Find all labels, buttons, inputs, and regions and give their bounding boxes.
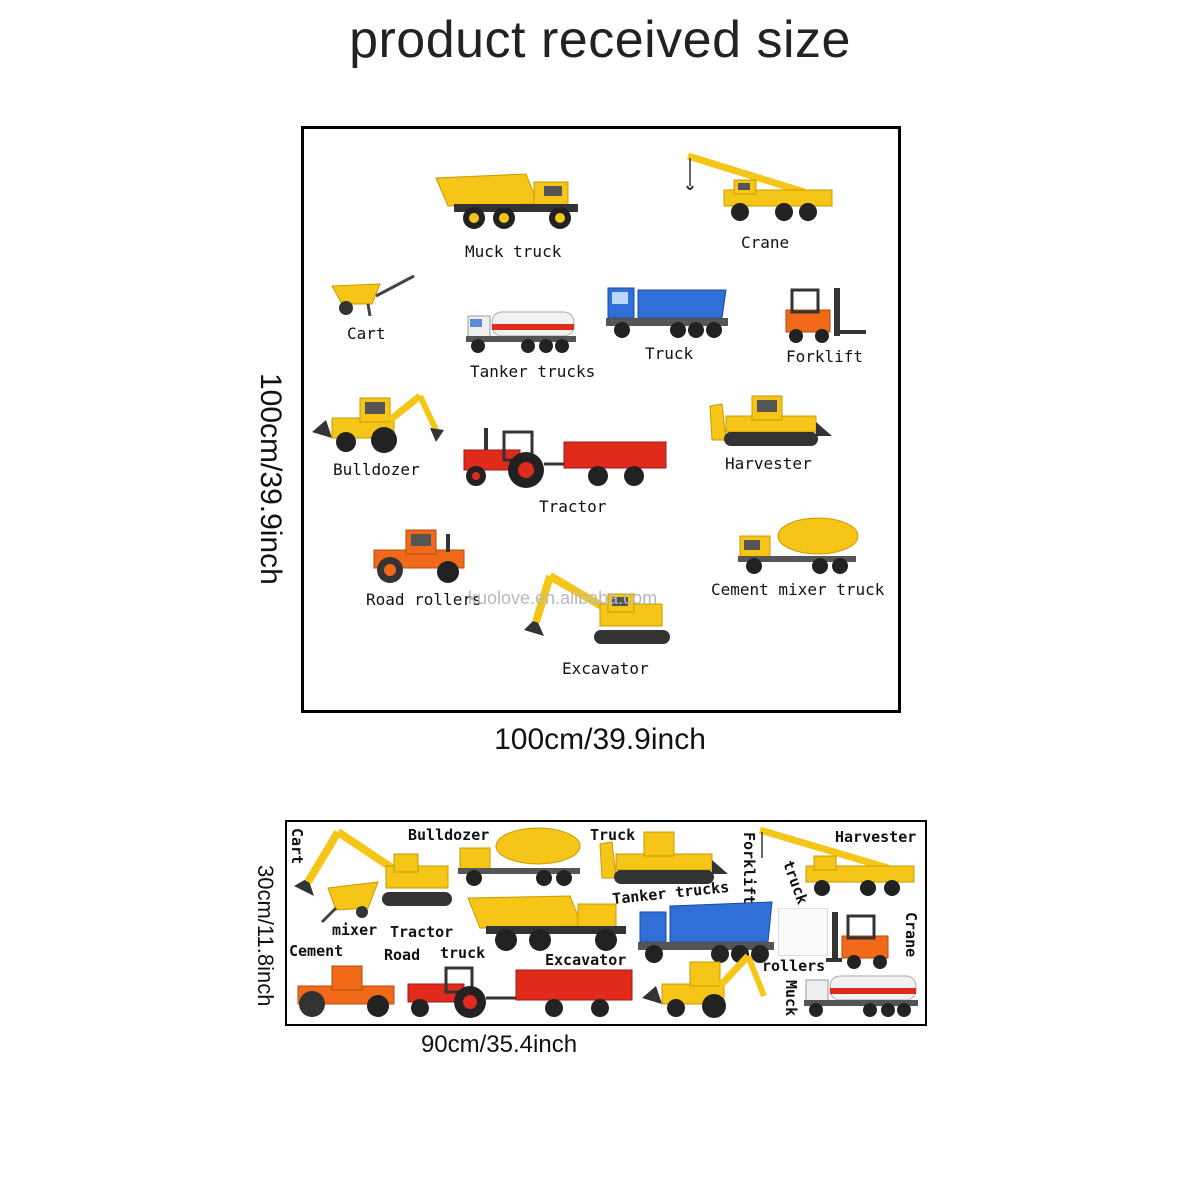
crane-icon xyxy=(686,152,833,221)
road-roller-icon xyxy=(297,965,395,1017)
watermark: kuolove.en.alibaba.com xyxy=(468,588,658,608)
bulldozer-icon xyxy=(599,831,728,884)
truck-label: Truck xyxy=(645,344,694,363)
excavator-label: Excavator xyxy=(545,951,627,969)
tanker-trucks-label: Tanker trucks xyxy=(470,362,596,381)
bulldozer-label: Bulldozer xyxy=(333,460,420,479)
road-rollers-label: Road rollers xyxy=(366,590,482,609)
tanker-truck-icon xyxy=(466,311,576,353)
excavator-icon xyxy=(294,828,452,906)
tractor-label: Tractor xyxy=(539,497,607,516)
sheet-preview-thumbnail xyxy=(778,908,828,956)
road-label: Road xyxy=(384,946,421,964)
bulldozer-icon xyxy=(709,395,832,446)
truck-label: Truck xyxy=(590,826,636,844)
crane-label: Crane xyxy=(741,233,790,252)
forklift-icon xyxy=(826,912,889,969)
blue-dump-truck-icon xyxy=(638,901,774,963)
large-sheet-height-label: 100cm/39.9inch xyxy=(254,373,287,585)
muck-truck-label: Muck truck xyxy=(465,242,562,261)
bulldozer-label: Bulldozer xyxy=(408,826,490,844)
small-sheet-height-label: 30cm/11.8inch xyxy=(253,865,278,1007)
page-title: product received size xyxy=(349,11,851,69)
wheelbarrow-icon xyxy=(331,274,415,317)
crane-label: Crane xyxy=(902,912,920,958)
backhoe-icon xyxy=(642,953,767,1018)
large-sheet-width-label: 100cm/39.9inch xyxy=(494,723,706,756)
small-sheet-width-label: 90cm/35.4inch xyxy=(420,1031,578,1058)
cart-label: Cart xyxy=(347,324,386,343)
harvester-label: Harvester xyxy=(725,454,812,473)
dump-truck-icon xyxy=(467,895,626,951)
muck-label: Muck xyxy=(782,980,800,1017)
excavator-icon xyxy=(524,572,670,644)
cart-label: Cart xyxy=(288,828,306,865)
tractor-label: Tractor xyxy=(390,923,454,941)
blue-dump-truck-icon xyxy=(606,287,728,338)
cement-mixer-icon xyxy=(738,517,859,574)
cement-mixer-icon xyxy=(458,827,581,886)
tractor-trailer-icon xyxy=(407,966,633,1018)
cement-label: Cement xyxy=(289,942,344,960)
tractor-trailer-icon xyxy=(463,428,667,488)
forklift-icon xyxy=(785,288,866,343)
road-roller-icon xyxy=(373,529,465,583)
mixer-label: mixer xyxy=(332,921,378,939)
tanker-truck-icon xyxy=(804,975,918,1017)
truck-word2-label: truck xyxy=(440,944,486,962)
cement-mixer-truck-label: Cement mixer truck xyxy=(711,580,885,599)
forklift-label: Forklift xyxy=(786,347,864,366)
harvester-label: Harvester xyxy=(835,828,917,846)
excavator-label: Excavator xyxy=(562,659,649,678)
dump-truck-icon xyxy=(435,173,578,229)
backhoe-icon xyxy=(312,393,444,453)
rollers-label: rollers xyxy=(762,957,826,975)
wheelbarrow-icon xyxy=(320,881,379,924)
crane-icon xyxy=(759,826,915,896)
